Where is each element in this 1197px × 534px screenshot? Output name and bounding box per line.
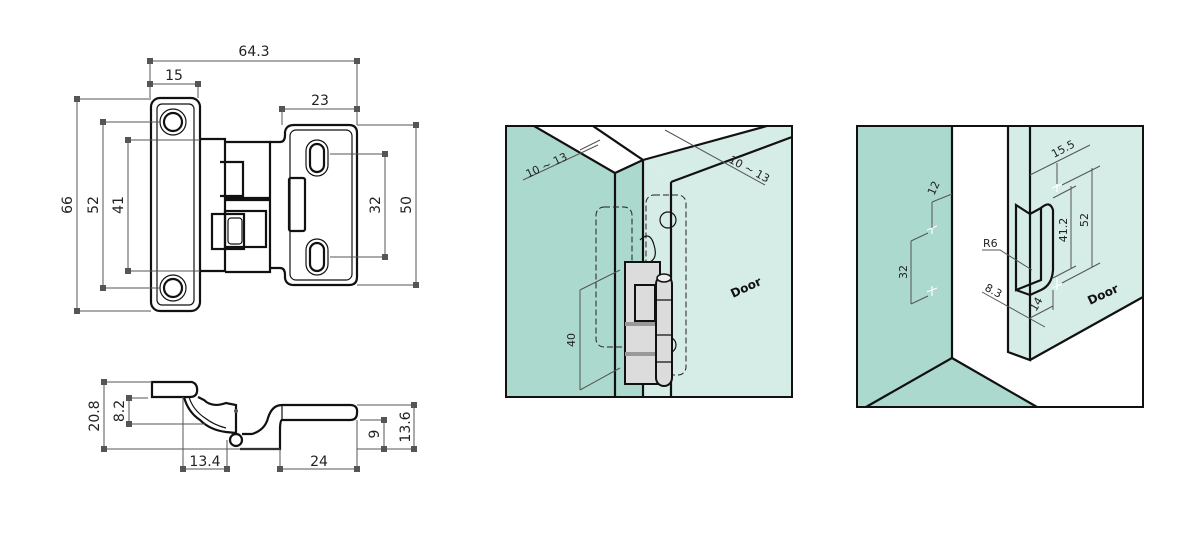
dimension-24: 24 bbox=[277, 420, 360, 472]
dimension-52: 52 bbox=[86, 119, 160, 291]
svg-text:52: 52 bbox=[86, 196, 102, 214]
svg-text:41.2: 41.2 bbox=[1057, 218, 1070, 243]
dimension-64-3: 64.3 bbox=[147, 44, 360, 125]
dimension-13-6: 13.6 bbox=[357, 402, 417, 452]
svg-text:66: 66 bbox=[60, 196, 76, 214]
dimension-41: 41 bbox=[111, 137, 200, 274]
svg-text:15: 15 bbox=[165, 68, 183, 84]
dimension-32-holes: 32 bbox=[897, 232, 929, 305]
dimension-13-4: 13.4 bbox=[180, 397, 230, 472]
top-view: 64.3 15 23 66 52 41 bbox=[60, 44, 419, 314]
svg-text:32: 32 bbox=[897, 265, 910, 279]
right-plate bbox=[270, 123, 359, 287]
floor bbox=[866, 358, 1037, 407]
dimension-12: 12 bbox=[925, 179, 953, 228]
svg-text:13.4: 13.4 bbox=[189, 454, 220, 470]
side-view: 20.8 8.2 13.4 24 9 13.6 bbox=[87, 379, 417, 472]
svg-text:8.2: 8.2 bbox=[112, 400, 128, 422]
dimension-20-8: 20.8 bbox=[87, 379, 280, 452]
door-face bbox=[1030, 126, 1143, 360]
left-leaf bbox=[149, 96, 202, 313]
door-edge bbox=[1008, 126, 1030, 360]
svg-text:52: 52 bbox=[1078, 213, 1091, 227]
dimension-8-2: 8.2 bbox=[112, 395, 205, 427]
svg-text:40: 40 bbox=[565, 333, 578, 347]
dimension-32: 32 bbox=[330, 151, 388, 260]
svg-text:50: 50 bbox=[399, 196, 415, 214]
mounting-hole bbox=[162, 277, 184, 299]
svg-text:13.6: 13.6 bbox=[398, 411, 414, 442]
dimension-9: 9 bbox=[357, 417, 387, 452]
slot-hole bbox=[308, 142, 326, 174]
svg-text:41: 41 bbox=[111, 196, 127, 214]
dimension-15: 15 bbox=[147, 68, 201, 98]
rect-slot bbox=[287, 176, 307, 233]
hinge-pin bbox=[655, 275, 673, 387]
svg-text:9: 9 bbox=[367, 430, 383, 439]
dimension-r6: R6 bbox=[982, 237, 1033, 271]
dimension-41-2: 41.2 bbox=[1052, 185, 1077, 279]
svg-text:R6: R6 bbox=[983, 237, 998, 250]
frame-wall bbox=[506, 126, 643, 397]
slot-hole bbox=[308, 241, 326, 273]
left-leaf-side bbox=[150, 380, 199, 399]
install-view: 10 ~ 13 10 ~ 13 40 Door bbox=[505, 124, 793, 398]
svg-text:24: 24 bbox=[310, 454, 328, 470]
svg-text:64.3: 64.3 bbox=[238, 44, 269, 60]
dimension-14: 14 bbox=[1027, 290, 1054, 319]
mounting-hole bbox=[162, 111, 184, 133]
svg-text:12: 12 bbox=[925, 179, 943, 197]
svg-text:23: 23 bbox=[311, 93, 329, 109]
dimension-52-slot: 52 bbox=[1061, 165, 1101, 284]
svg-text:14: 14 bbox=[1027, 295, 1045, 314]
frame-wall bbox=[857, 126, 952, 407]
svg-text:32: 32 bbox=[368, 196, 384, 214]
dimension-23: 23 bbox=[279, 93, 360, 125]
cutout-view: 12 32 15.5 52 41.2 R6 8.3 14 D bbox=[856, 125, 1144, 408]
svg-text:20.8: 20.8 bbox=[87, 400, 103, 431]
dimension-50: 50 bbox=[357, 122, 419, 288]
dimension-66: 66 bbox=[60, 96, 151, 314]
dimension-40: 40 bbox=[565, 269, 621, 391]
pivot-pin bbox=[228, 432, 244, 448]
